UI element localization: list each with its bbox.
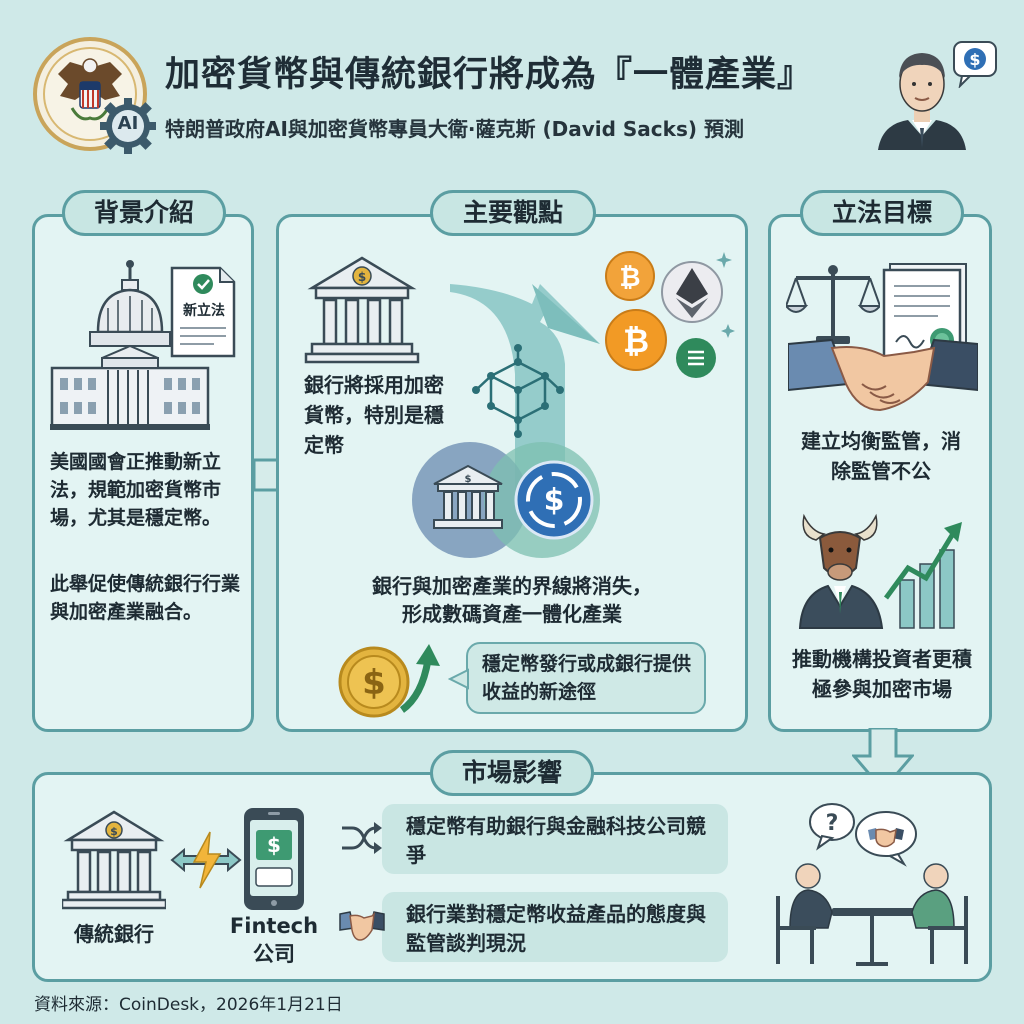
main-point-1: 銀行將採用加密貨幣，特別是穩定幣 bbox=[304, 373, 444, 457]
new-legislation-document-icon: 新立法 bbox=[170, 266, 236, 358]
dollar-speech-bubble-icon: $ bbox=[952, 40, 1000, 88]
market-impact-2-box bbox=[382, 892, 728, 962]
handshake-icon bbox=[788, 334, 978, 420]
shuffle-arrows-icon bbox=[340, 818, 384, 858]
svg-text:₿: ₿ bbox=[623, 322, 649, 360]
ai-gear-badge: AI bbox=[98, 96, 158, 156]
speaker-portrait-icon bbox=[872, 38, 972, 150]
market-impact-1: 穩定幣有助銀行與金融科技公司競爭 bbox=[406, 814, 706, 867]
traditional-bank-icon: $ bbox=[62, 806, 166, 910]
bull-investor-chart-icon bbox=[794, 510, 970, 630]
small-handshake-icon bbox=[338, 906, 386, 946]
market-impact-2: 銀行業對穩定幣收益產品的態度與監管談判現況 bbox=[406, 902, 706, 955]
svg-text:$: $ bbox=[544, 483, 565, 518]
svg-text:$: $ bbox=[358, 270, 366, 284]
main-points-panel-heading: 主要觀點 bbox=[430, 190, 596, 236]
bank-flow-illustration: $ $ $ bbox=[300, 244, 740, 564]
svg-text:$: $ bbox=[465, 474, 472, 485]
coin-growth-icon: $ bbox=[336, 636, 446, 722]
competition-lightning-icon bbox=[170, 830, 242, 890]
traditional-bank-label: 傳統銀行 bbox=[74, 922, 154, 946]
capitol-building-icon bbox=[50, 258, 210, 433]
source-citation: 資料來源：CoinDesk，2026年1月21日 bbox=[34, 995, 343, 1015]
page-title: 加密貨幣與傳統銀行將成為『一體產業』 bbox=[165, 55, 814, 95]
legislative-goals-panel-heading: 立法目標 bbox=[800, 190, 964, 236]
crypto-coins-cluster: ₿ ₿ bbox=[600, 244, 740, 394]
legislative-goal-2: 推動機構投資者更積極參與加密市場 bbox=[792, 647, 972, 701]
svg-text:?: ? bbox=[826, 811, 839, 836]
negotiation-meeting-icon: ? bbox=[772, 796, 976, 970]
new-legislation-label: 新立法 bbox=[183, 303, 225, 319]
main-point-2-line-2: 形成數碼資產一體化產業 bbox=[402, 602, 622, 626]
legislative-goals-panel bbox=[768, 214, 992, 732]
main-point-3: 穩定幣發行或成銀行提供收益的新途徑 bbox=[482, 653, 692, 703]
market-impact-panel-heading: 市場影響 bbox=[430, 750, 594, 796]
fintech-label-line-1: Fintech bbox=[229, 914, 319, 938]
main-point-3-callout bbox=[466, 642, 706, 714]
svg-text:$: $ bbox=[362, 663, 386, 703]
background-panel-heading: 背景介紹 bbox=[62, 190, 226, 236]
main-point-2-line-1: 銀行與加密產業的界線將消失， bbox=[372, 574, 652, 598]
svg-text:$: $ bbox=[267, 833, 281, 857]
fintech-label-line-2: 公司 bbox=[253, 942, 295, 966]
fintech-phone-icon: $ bbox=[242, 806, 306, 912]
legislative-goal-1: 建立均衡監管，消除監管不公 bbox=[801, 429, 961, 483]
svg-text:$: $ bbox=[110, 825, 118, 838]
background-paragraph-1: 美國國會正推動新立法，規範加密貨幣市場，尤其是穩定幣。 bbox=[50, 451, 222, 529]
page-subtitle: 特朗普政府AI與加密貨幣專員大衛·薩克斯 (David Sacks) 預測 bbox=[165, 117, 744, 141]
ai-badge-label: AI bbox=[117, 113, 139, 134]
svg-text:$: $ bbox=[969, 50, 980, 69]
market-impact-1-box bbox=[382, 804, 728, 874]
svg-text:₿: ₿ bbox=[619, 263, 640, 293]
callout-tail bbox=[448, 668, 470, 690]
background-paragraph-2: 此舉促使傳統銀行行業與加密產業融合。 bbox=[50, 573, 241, 623]
